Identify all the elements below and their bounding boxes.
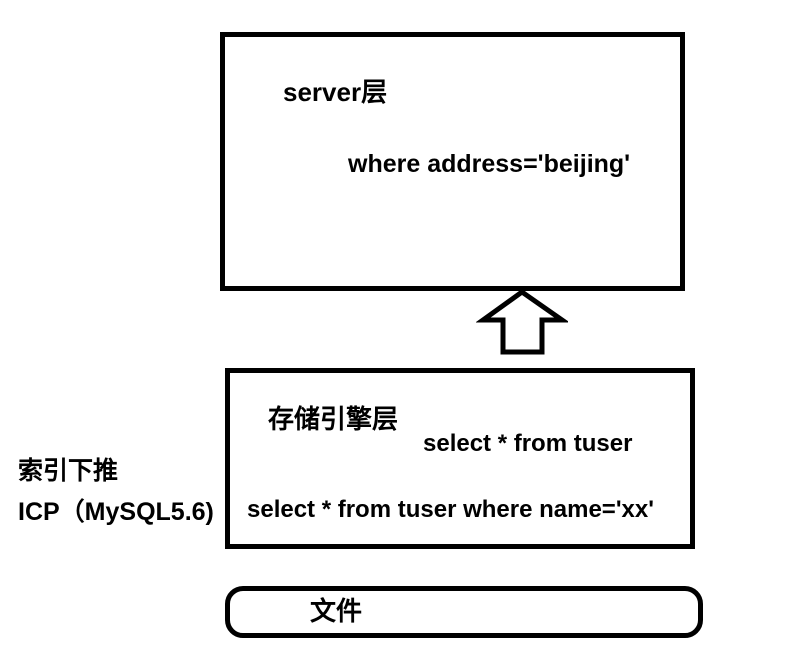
side-label-index-pushdown: 索引下推 <box>18 457 119 485</box>
storage-engine-query-pushed: select * from tuser where name='xx' <box>247 496 654 523</box>
file-box-label: 文件 <box>310 596 363 626</box>
storage-engine-query-received: select * from tuser <box>423 430 633 457</box>
side-label-icp-version: ICP（MySQL5.6) <box>18 498 214 526</box>
server-layer-condition: where address='beijing' <box>348 150 631 178</box>
server-layer-title: server层 <box>283 77 388 107</box>
up-arrow-icon <box>475 288 570 358</box>
file-box <box>225 586 703 638</box>
server-layer-box <box>220 32 685 291</box>
storage-engine-box <box>225 368 695 549</box>
storage-engine-title: 存储引擎层 <box>268 404 399 434</box>
